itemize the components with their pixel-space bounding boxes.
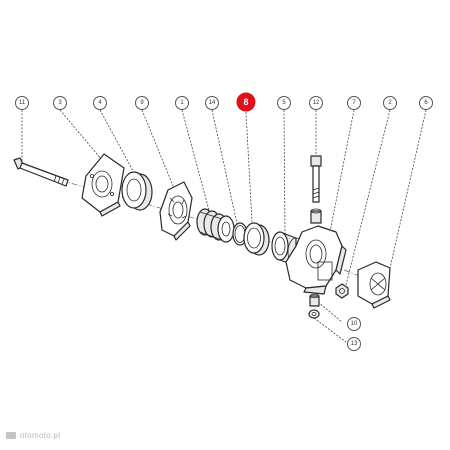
watermark: otomoto.pl [6,431,60,440]
svg-text:8: 8 [243,97,248,107]
callout-1[interactable]: 1 [175,96,189,110]
callout-8-highlighted[interactable]: 8 [236,92,256,112]
callout-3[interactable]: 3 [53,96,67,110]
part-bushing-small [310,208,322,224]
callout-14[interactable]: 14 [205,96,219,110]
svg-text:6: 6 [424,100,428,106]
callout-4[interactable]: 4 [93,96,107,110]
svg-text:1: 1 [180,100,184,106]
watermark-text: otomoto.pl [20,431,60,440]
watermark-logo-icon [6,432,16,439]
leader-lines [21,109,427,343]
svg-text:9: 9 [140,100,144,106]
callout-group: 11 3 4 9 1 14 8 5 [15,92,433,351]
callout-2[interactable]: 2 [383,96,397,110]
part-2-nut [335,283,349,299]
svg-text:3: 3 [58,100,62,106]
part-1-gear-shaft [196,208,235,243]
svg-text:13: 13 [351,341,358,347]
callout-12[interactable]: 12 [309,96,323,110]
part-12-bolt [310,155,322,203]
svg-text:14: 14 [209,100,216,106]
callout-13[interactable]: 13 [347,337,361,351]
svg-text:12: 12 [313,100,320,106]
callout-5[interactable]: 5 [277,96,291,110]
svg-text:11: 11 [19,100,26,106]
part-4-bushing [121,171,153,211]
part-11-bolt [13,157,69,187]
part-6-end-cap [357,261,391,309]
part-7-housing [285,225,347,295]
svg-text:5: 5 [282,100,286,106]
callout-9[interactable]: 9 [135,96,149,110]
part-8-needle-bearing [243,222,270,256]
svg-text:2: 2 [388,100,392,106]
part-9-spline-flange [159,181,193,241]
svg-text:10: 10 [351,321,358,327]
svg-text:7: 7 [352,100,356,106]
part-3-flange-plate [81,153,125,217]
callout-6[interactable]: 6 [419,96,433,110]
svg-text:4: 4 [98,100,102,106]
part-13-washer [308,309,320,319]
callout-11[interactable]: 11 [15,96,29,110]
part-10-small-sleeve [309,293,320,307]
callout-10[interactable]: 10 [347,317,361,331]
callout-7[interactable]: 7 [347,96,361,110]
